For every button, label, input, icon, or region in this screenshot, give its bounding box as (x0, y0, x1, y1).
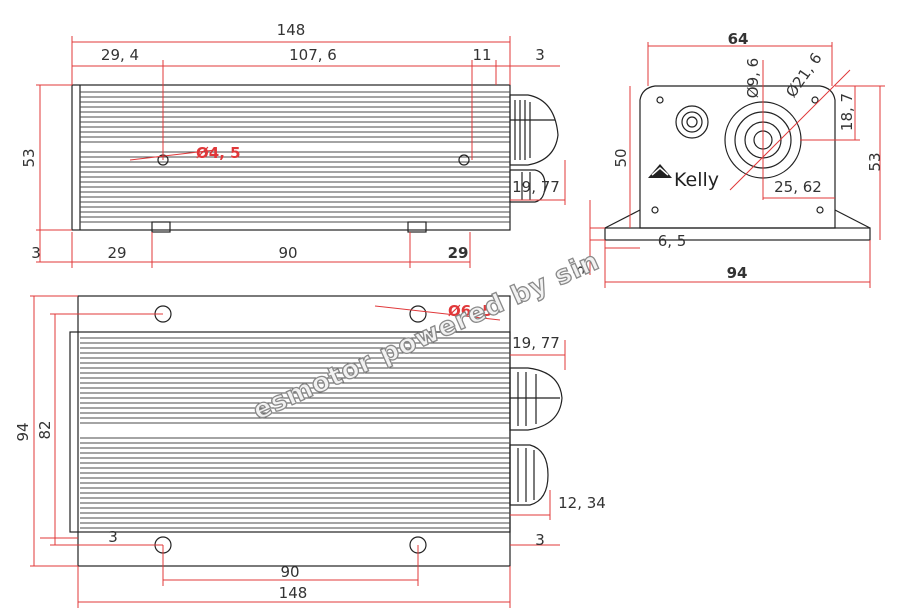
dim-top-mount-hole-dia: Ø6, 5 (448, 302, 493, 320)
dim-side-length: 148 (277, 21, 306, 39)
end-view-screw (656, 96, 664, 104)
dim-side-gland-length: 19, 77 (512, 178, 560, 196)
top-view-fins (80, 337, 510, 529)
end-view-small-gland (675, 105, 709, 139)
dim-top-length: 148 (279, 584, 308, 602)
dim-side-hole-spacing: 107, 6 (289, 46, 337, 64)
dim-end-flange: 6, 5 (658, 232, 687, 250)
dim-end-total-height: 53 (866, 152, 884, 171)
dim-end-gland-height: 18, 7 (838, 93, 856, 131)
dim-side-foot-right: 29 (448, 244, 469, 262)
kelly-k-mark-icon (648, 164, 672, 178)
end-view-body (639, 85, 836, 229)
side-view-foot-left (151, 221, 171, 233)
dim-side-right-offset: 11 (472, 46, 491, 64)
dim-top-hole-spacing-v: 82 (36, 420, 54, 439)
dim-side-foot-left: 29 (107, 244, 126, 262)
side-view-foot-right (407, 221, 427, 233)
dim-top-gland2-length: 12, 34 (558, 494, 606, 512)
side-view-hole-right (458, 154, 470, 166)
dim-top-gland-length: 19, 77 (512, 334, 560, 352)
end-view-base-plate (604, 227, 871, 241)
dim-end-gland-offset: 25, 62 (774, 178, 822, 196)
dim-top-edge-right: 3 (535, 531, 545, 549)
dim-end-small-gland-dia: Ø9, 6 (744, 58, 762, 98)
top-view-finned-section (69, 331, 511, 533)
dim-top-width: 94 (14, 422, 32, 441)
dim-top-edge-left: 3 (108, 528, 118, 546)
side-view (71, 84, 559, 233)
side-view-fins (80, 91, 510, 223)
end-view-screw (816, 206, 824, 214)
top-view-dimensions (30, 295, 566, 608)
top-view-mount-hole (409, 305, 427, 323)
dim-side-end-gap: 3 (535, 46, 545, 64)
top-view-large-gland (509, 367, 563, 431)
end-view: Kelly (604, 85, 871, 241)
side-view-cable-gland (509, 94, 559, 203)
dim-end-base-thickness: 3 (570, 265, 588, 275)
dim-side-base-thickness: 3 (31, 244, 41, 262)
dim-side-height: 53 (20, 148, 38, 167)
top-view-small-gland (509, 444, 549, 506)
top-view (69, 295, 563, 567)
dim-side-foot-spacing: 90 (278, 244, 297, 262)
dim-side-hole-dia: Ø4, 5 (196, 144, 241, 162)
dim-end-large-gland-dia: Ø21, 6 (782, 49, 825, 100)
end-view-screw (651, 206, 659, 214)
dim-end-width: 64 (728, 30, 749, 48)
logo-brand-text: Kelly (674, 169, 719, 191)
end-view-screw (811, 96, 819, 104)
dim-end-body-height: 50 (612, 148, 630, 167)
dim-top-hole-spacing-h: 90 (280, 563, 299, 581)
dim-end-base-width: 94 (727, 264, 748, 282)
side-view-dimensions (36, 36, 566, 268)
dim-side-left-offset: 29, 4 (101, 46, 139, 64)
end-view-dimensions (589, 42, 885, 288)
